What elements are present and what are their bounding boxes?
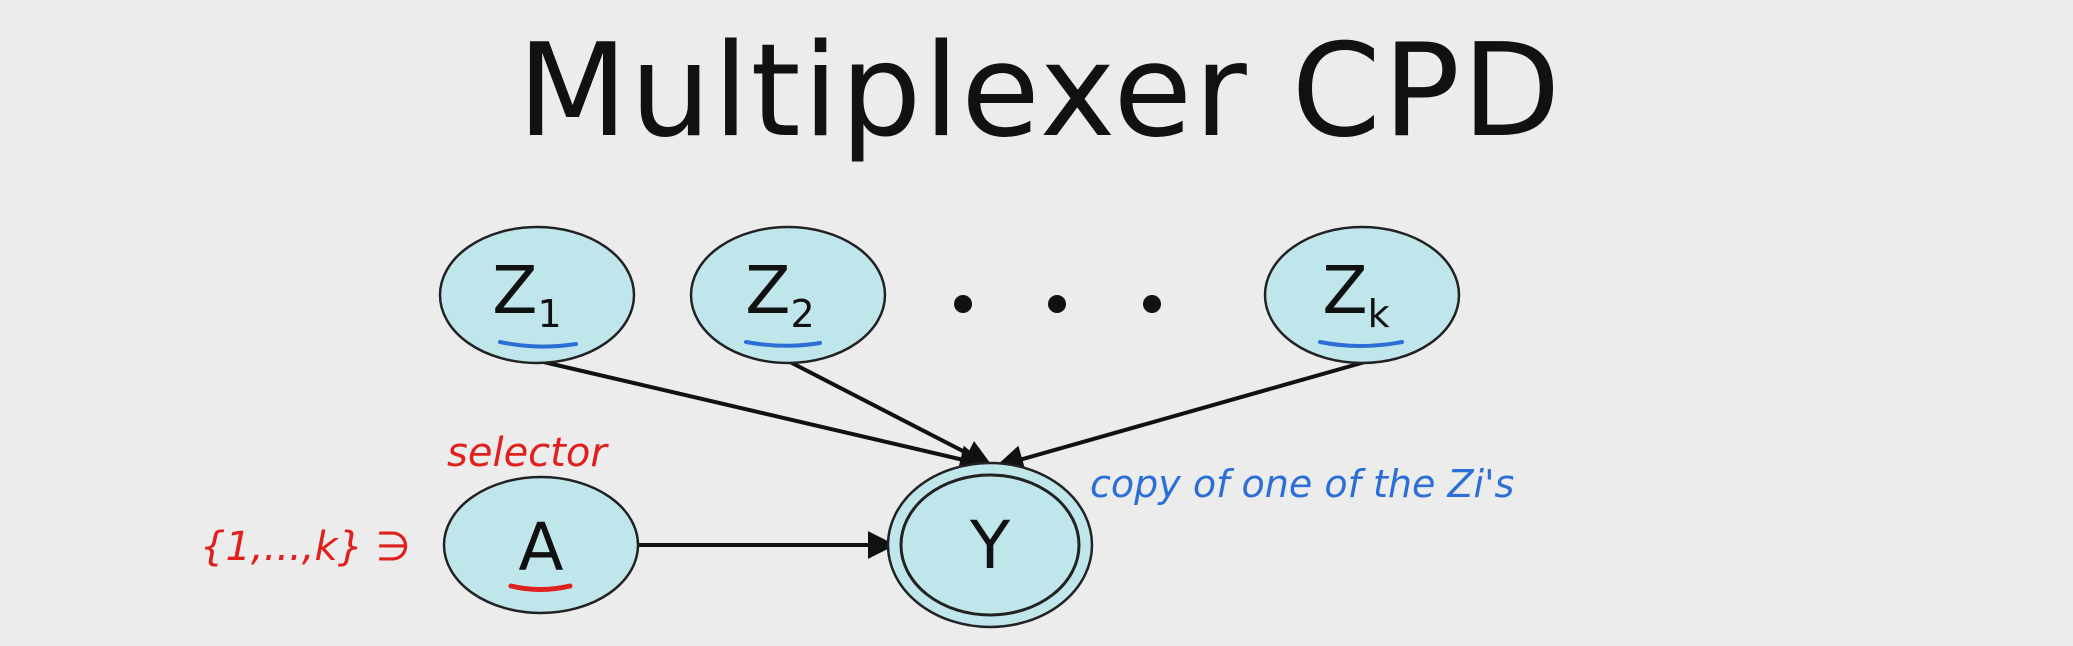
node-z1: Z1 [438,225,636,365]
node-z2-subscript: 2 [791,292,815,336]
node-a-label: A [518,509,563,586]
diagram-title: Multiplexer CPD [517,17,1562,166]
copy-annotation: copy of one of the Zi's [1090,462,1514,506]
domain-annotation: {1,...,k} ∋ [200,524,411,570]
selector-annotation: selector [447,430,609,476]
node-z2: Z2 [689,225,887,365]
node-zk: Zk [1263,225,1461,365]
node-y: Y [886,461,1094,629]
node-z2-underline [744,340,822,348]
node-y-label: Y [969,507,1011,584]
node-z1-subscript: 1 [538,292,562,336]
node-a-underline [508,583,573,592]
node-z1-underline [498,340,578,349]
node-zk-label: Z [1322,252,1367,329]
edge-z2-y [789,360,993,467]
node-a: A [442,475,640,615]
node-z2-label: Z [745,252,790,329]
node-z1-label: Z [492,252,537,329]
svg-text:Zk: Zk [1322,252,1389,336]
ellipsis-dots [954,295,1161,313]
node-zk-underline [1318,340,1404,348]
node-zk-subscript: k [1368,292,1390,336]
edge-z1-y [534,358,988,473]
svg-text:Z2: Z2 [745,252,814,336]
edge-zk-y [995,360,1366,473]
svg-text:Z1: Z1 [492,252,561,336]
